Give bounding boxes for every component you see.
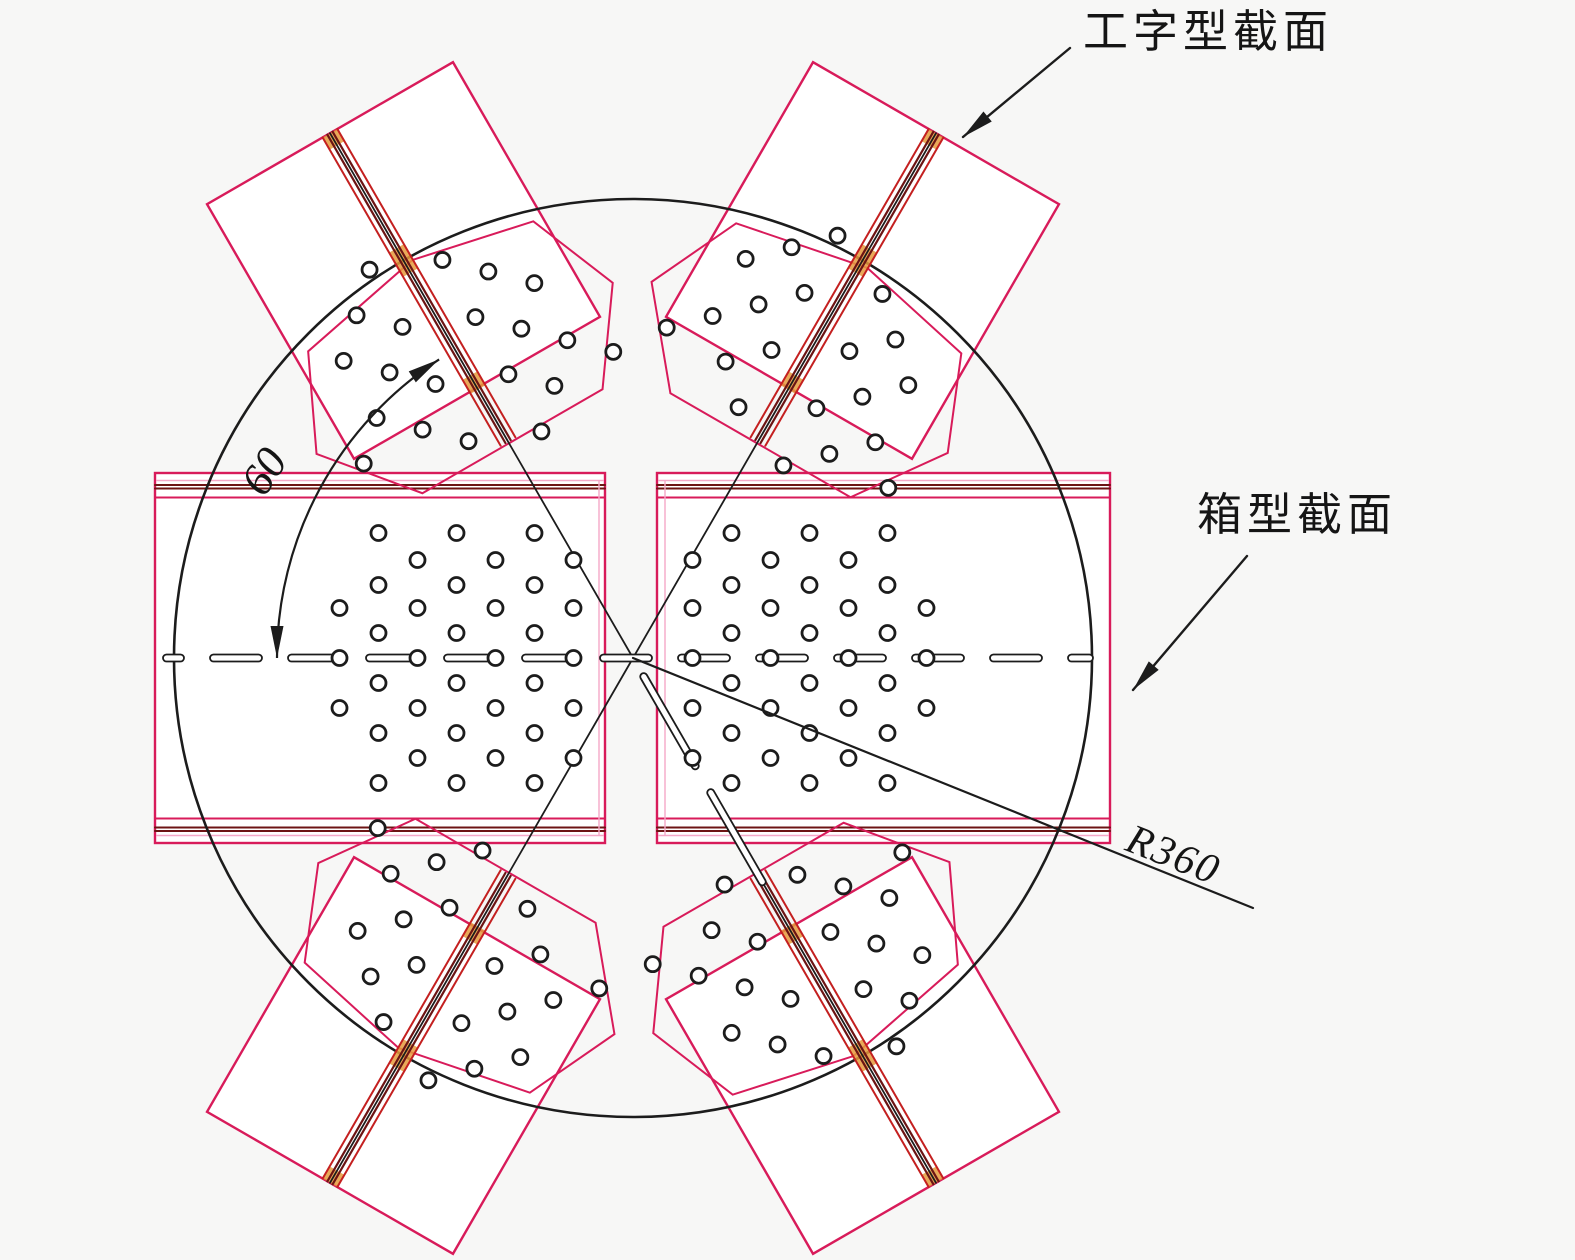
i-section-leader: [961, 46, 1072, 139]
gusset-and-web-120: [307, 127, 634, 659]
i-section-label: 工字型截面: [1083, 7, 1334, 57]
bolt-holes: [330, 226, 936, 1090]
radius-leader: [631, 656, 1255, 910]
gusset-and-web-300: [639, 672, 959, 1189]
horizontal-centerline: [162, 653, 1094, 663]
gusset-plate-outline: [652, 821, 959, 1096]
gusset-plate-outline: [307, 220, 614, 495]
gusset-and-web-60: [632, 127, 963, 659]
gusset-plate-outline: [650, 222, 963, 499]
box-section-leader: [1131, 554, 1249, 692]
gusset-plate-outline: [303, 817, 616, 1094]
box-section-label: 箱型截面: [1197, 490, 1398, 540]
gusset-and-web-240: [303, 657, 634, 1189]
angle-dimension: [270, 358, 440, 659]
